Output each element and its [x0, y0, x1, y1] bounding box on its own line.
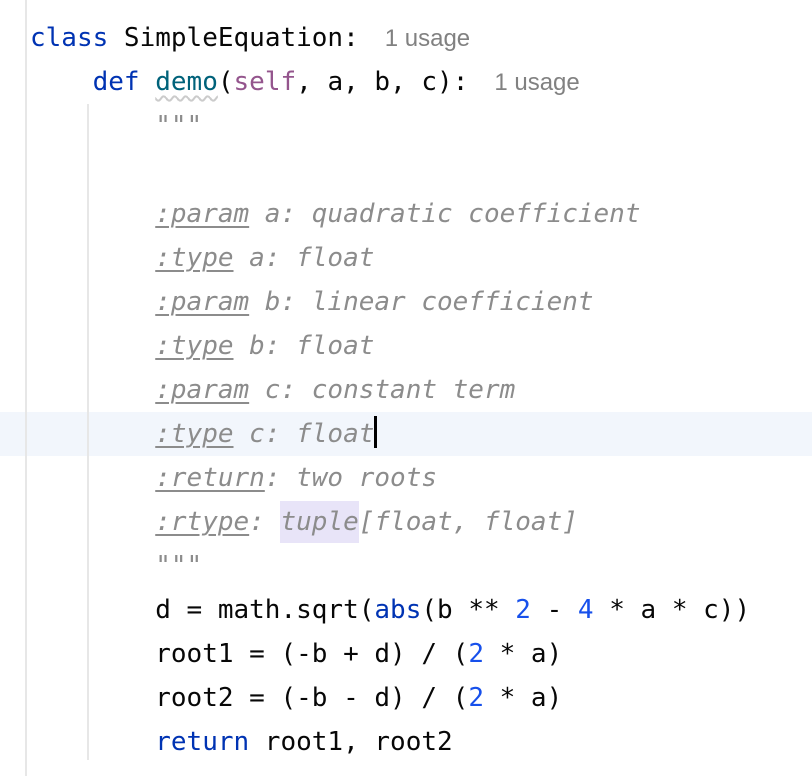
docstring-tag: :type: [155, 331, 234, 361]
line-type-c[interactable]: :type c: float: [0, 412, 812, 456]
code-text: (b **: [421, 595, 516, 625]
number-token: 2: [468, 639, 484, 669]
code-text: SimpleEquation:: [108, 23, 359, 53]
code-text: * a): [483, 683, 563, 713]
keyword-token: return: [155, 727, 250, 757]
usage-hint[interactable]: 1 usage: [494, 69, 580, 96]
code-text: , a, b, c):: [296, 67, 469, 97]
self-parameter-token: self: [233, 67, 297, 97]
line-param-b[interactable]: :param b: linear coefficient: [0, 280, 812, 324]
line-return-doc[interactable]: :return: two roots: [0, 456, 812, 500]
docstring-tag: :type: [155, 243, 234, 273]
line-param-a[interactable]: :param a: quadratic coefficient: [0, 192, 812, 236]
keyword-token: class: [30, 23, 109, 53]
function-name-token: demo: [155, 67, 218, 97]
code-text: [30, 551, 155, 581]
code-text: [30, 463, 155, 493]
docstring-text: a: float: [233, 243, 375, 273]
line-blank[interactable]: [0, 148, 812, 192]
code-text: [30, 67, 93, 97]
line-rtype-doc[interactable]: :rtype: tuple[float, float]: [0, 500, 812, 544]
docstring-tag: :type: [155, 419, 234, 449]
usage-hint[interactable]: 1 usage: [384, 25, 471, 52]
code-text: * a): [483, 639, 563, 669]
indent-guide-class-level: [25, 0, 27, 776]
code-text: [30, 199, 155, 229]
line-def-demo[interactable]: def demo(self, a, b, c): 1 usage: [0, 60, 812, 104]
keyword-token: def: [92, 67, 140, 97]
docstring-text: :: [249, 507, 281, 537]
docstring-text: b: linear coefficient: [249, 287, 594, 317]
number-token: 4: [577, 595, 594, 625]
docstring-text: c: float: [233, 419, 375, 449]
line-root1[interactable]: root1 = (-b + d) / (2 * a): [0, 632, 812, 676]
code-text: root1, root2: [249, 727, 453, 757]
line-return-statement[interactable]: return root1, root2: [0, 720, 812, 764]
number-token: 2: [515, 595, 531, 625]
code-text: * a * c)): [593, 595, 751, 625]
docstring-text: b: float: [233, 331, 375, 361]
docstring-text: """: [155, 111, 203, 141]
line-docstring-open[interactable]: """: [0, 104, 812, 148]
code-text: [30, 507, 155, 537]
line-calc-d[interactable]: d = math.sqrt(abs(b ** 2 - 4 * a * c)): [0, 588, 812, 632]
code-text: [30, 595, 155, 625]
docstring-text: """: [155, 551, 203, 581]
line-type-a[interactable]: :type a: float: [0, 236, 812, 280]
code-text: d = math.sqrt(: [155, 595, 375, 625]
builtin-function-token: abs: [374, 595, 422, 625]
docstring-text: [float, float]: [358, 507, 578, 537]
line-param-c[interactable]: :param c: constant term: [0, 368, 812, 412]
docstring-tag: :param: [155, 199, 250, 229]
code-text: [30, 727, 155, 757]
docstring-tag: :rtype: [155, 507, 250, 537]
line-type-b[interactable]: :type b: float: [0, 324, 812, 368]
code-text: [30, 683, 155, 713]
docstring-tag: :param: [155, 287, 250, 317]
docstring-tag: :return: [155, 463, 265, 493]
docstring-tag: :param: [155, 375, 250, 405]
line-docstring-close[interactable]: """: [0, 544, 812, 588]
code-text: -: [530, 595, 578, 625]
line-class-declaration[interactable]: class SimpleEquation: 1 usage: [0, 16, 812, 60]
code-text: [30, 111, 155, 141]
code-text: [30, 375, 155, 405]
code-text: [30, 243, 155, 273]
docstring-text: a: quadratic coefficient: [249, 199, 641, 229]
code-text: [30, 419, 155, 449]
code-text: [30, 331, 155, 361]
code-text: root1 = (-b + d) / (: [155, 639, 469, 669]
code-text: root2 = (-b - d) / (: [155, 683, 469, 713]
code-text: [140, 67, 156, 97]
docstring-text: : two roots: [264, 463, 437, 493]
code-text: (: [217, 67, 234, 97]
indent-guide-method-level: [87, 104, 89, 760]
number-token: 2: [468, 683, 484, 713]
highlighted-identifier: tuple: [280, 501, 359, 543]
line-root2[interactable]: root2 = (-b - d) / (2 * a): [0, 676, 812, 720]
text-caret: [374, 416, 378, 448]
code-text: [30, 287, 155, 317]
docstring-text: c: constant term: [249, 375, 516, 405]
code-text: [30, 639, 155, 669]
